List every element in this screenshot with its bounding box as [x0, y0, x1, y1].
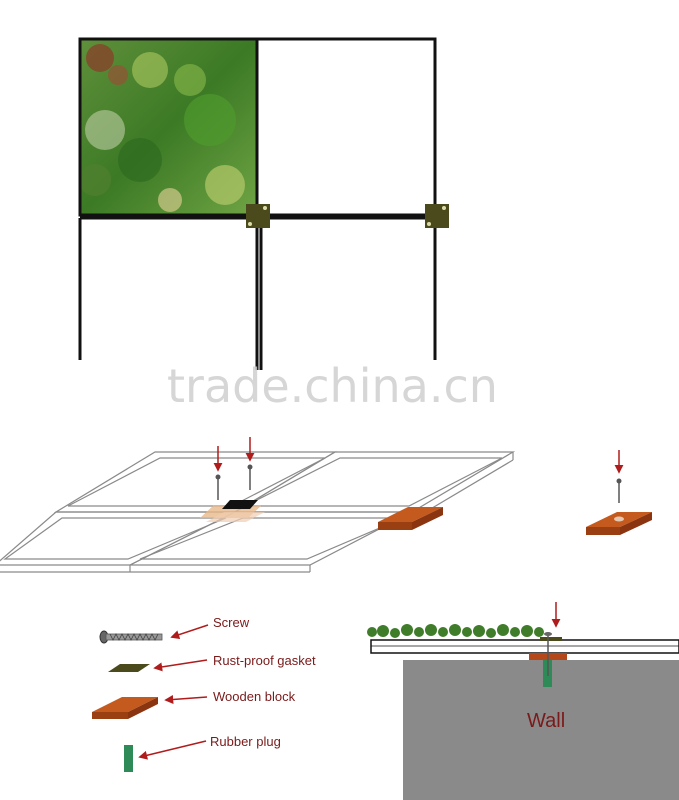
legend-screw: Screw	[99, 615, 250, 644]
standalone-wooden-block	[586, 450, 652, 535]
green-wall-panel	[79, 40, 257, 214]
screw-arrow	[213, 446, 223, 500]
legend-plug-label: Rubber plug	[210, 734, 281, 749]
watermark: trade.china.cn	[167, 359, 498, 413]
legend: Screw Rust-proof gasket Wooden block Rub…	[92, 615, 316, 772]
connection-plate	[246, 204, 270, 228]
legend-rubber-plug: Rubber plug	[124, 734, 281, 772]
screw-arrow	[245, 437, 255, 490]
legend-gasket-label: Rust-proof gasket	[213, 653, 316, 668]
isometric-center-joint	[200, 500, 265, 522]
isometric-wooden-block	[378, 507, 443, 530]
foliage-strip	[367, 624, 544, 638]
wall-label: Wall	[527, 710, 565, 732]
legend-block-label: Wooden block	[213, 689, 296, 704]
wall-section: Wall	[367, 602, 679, 800]
frame-elevation	[78, 37, 449, 370]
legend-wooden-block: Wooden block	[92, 689, 296, 719]
legend-screw-label: Screw	[213, 615, 250, 630]
connection-plate	[425, 204, 449, 228]
legend-gasket: Rust-proof gasket	[108, 653, 316, 672]
